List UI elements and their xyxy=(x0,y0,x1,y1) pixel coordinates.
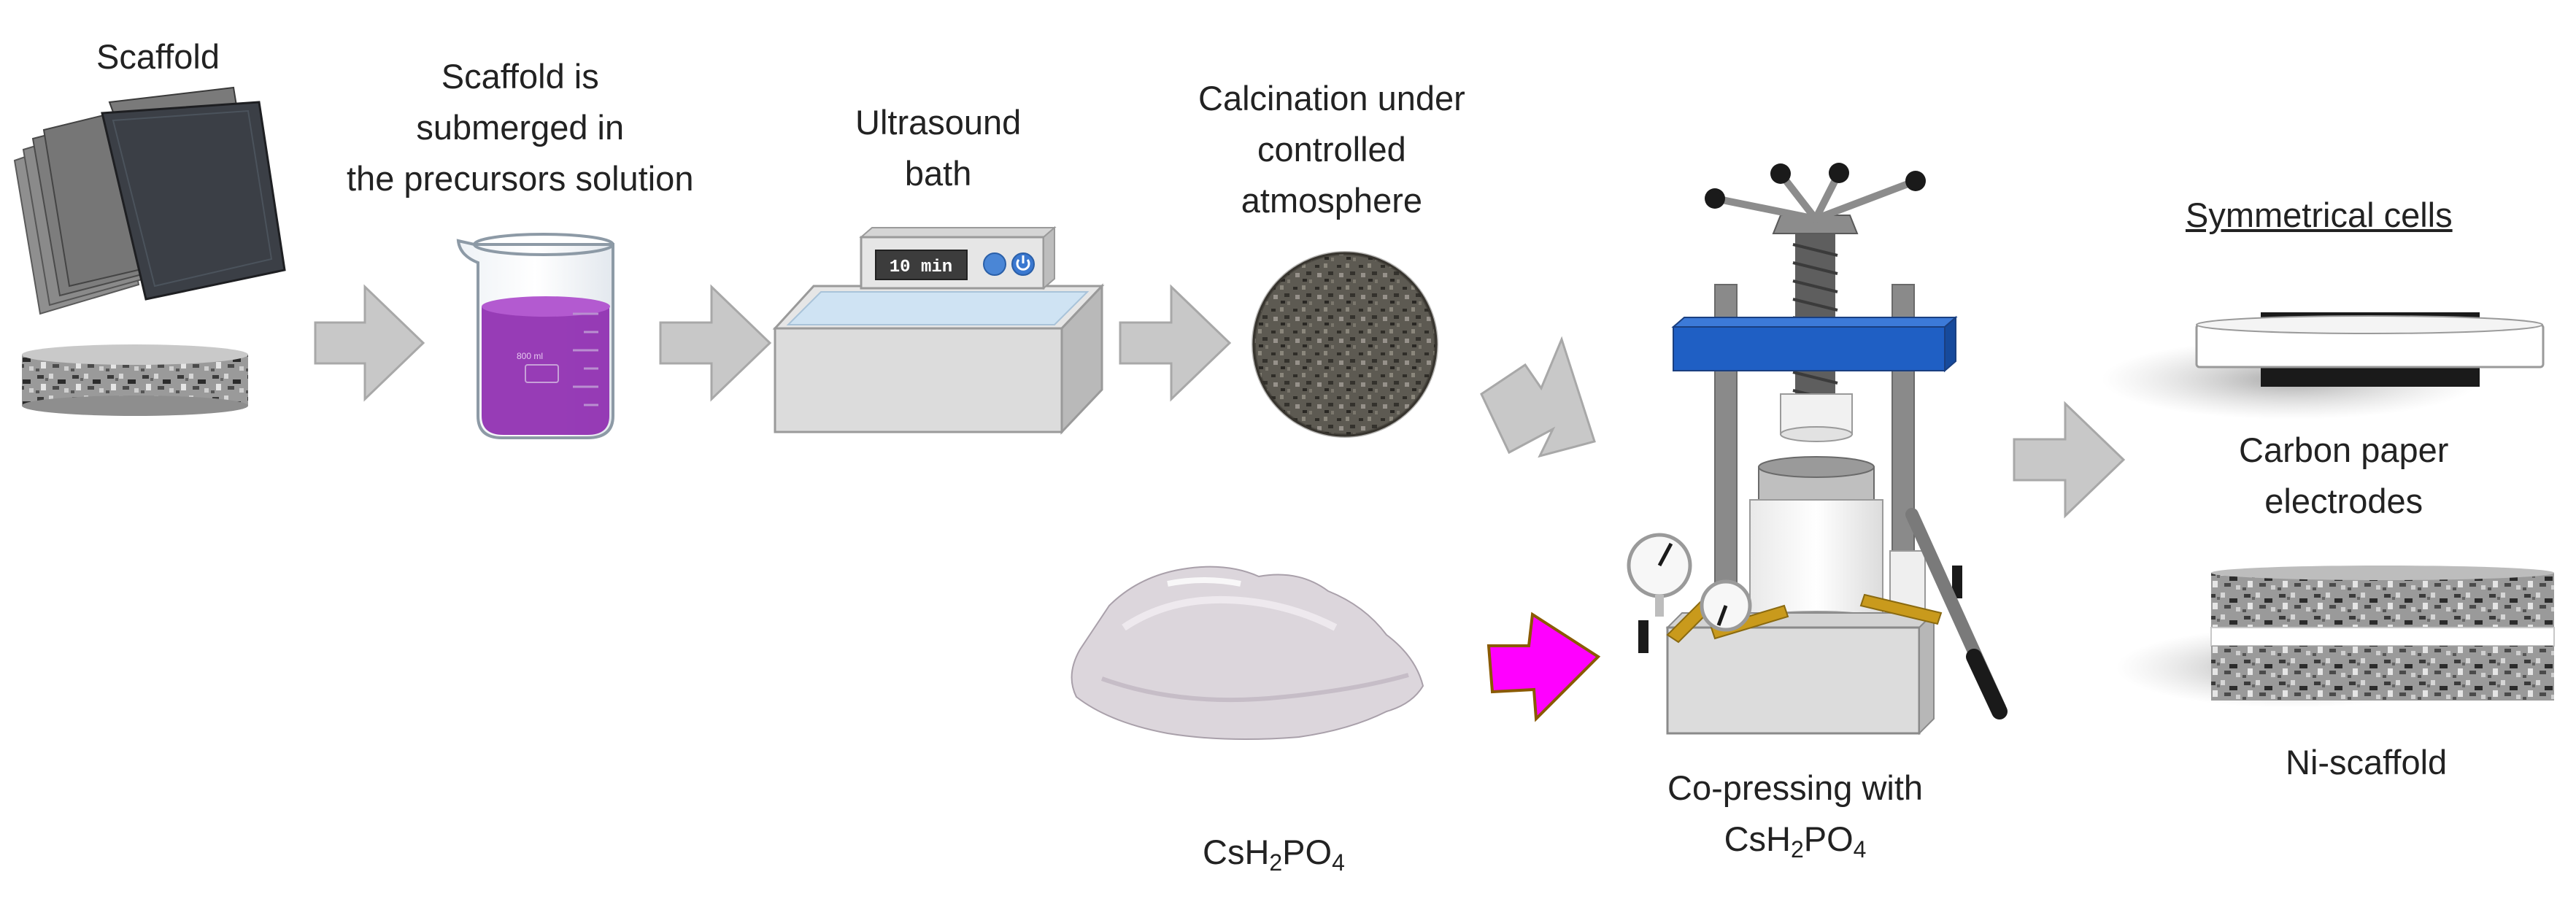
formula-cs: CsH xyxy=(1203,833,1270,871)
symmetrical-cell-ni-scaffold xyxy=(2116,566,2555,708)
carbon-paper-stack xyxy=(13,86,286,315)
arrow-right-3 xyxy=(1119,284,1232,402)
label-submerged-line1: Scaffold is xyxy=(441,57,599,96)
power-icon xyxy=(1011,252,1035,276)
symmetrical-cell-carbon xyxy=(2102,312,2545,420)
formula-sub-4: 4 xyxy=(1332,849,1345,876)
label-calcination-line3: atmosphere xyxy=(1241,181,1422,220)
label-ni-scaffold: Ni-scaffold xyxy=(2286,743,2448,782)
hydraulic-press xyxy=(1627,163,2008,736)
copress-po: PO xyxy=(1803,819,1854,858)
copress-cs: CsH xyxy=(1724,819,1791,858)
label-ultrasound: Ultrasound bath xyxy=(855,97,1021,199)
label-symmetrical-cells: Symmetrical cells xyxy=(2186,196,2453,234)
formula-po: PO xyxy=(1282,833,1333,871)
label-submerged-line2: submerged in xyxy=(416,108,625,147)
label-powder-formula: CsH2PO4 xyxy=(1203,827,1345,878)
label-submerged-line3: the precursors solution xyxy=(347,159,694,198)
timer-display: 10 min xyxy=(890,258,952,277)
label-ultrasound-line1: Ultrasound xyxy=(855,103,1022,142)
beaker-volume-mark: 800 ml xyxy=(517,351,543,361)
ultrasound-bath: 10 min xyxy=(772,225,1105,435)
calcined-disc xyxy=(1252,251,1438,438)
label-submerged: Scaffold is submerged in the precursors … xyxy=(347,51,693,204)
label-carbon-line2: electrodes xyxy=(2264,482,2423,520)
arrow-right-1 xyxy=(314,284,425,402)
label-carbon-line1: Carbon paper xyxy=(2239,431,2449,469)
label-copressing-line1: Co-pressing with xyxy=(1667,768,1924,807)
label-calcination-line2: controlled xyxy=(1257,130,1406,169)
label-calcination-line1: Calcination under xyxy=(1198,79,1465,117)
arrow-down-right xyxy=(1480,336,1596,458)
arrow-right-4 xyxy=(2013,401,2126,519)
formula-sub-2: 2 xyxy=(1269,849,1283,876)
label-scaffold: Scaffold xyxy=(96,37,220,76)
label-copressing: Co-pressing with CsH2PO4 xyxy=(1667,763,1923,865)
powder-pile xyxy=(1071,566,1424,741)
label-copressing-line2: CsH2PO4 xyxy=(1667,814,1923,865)
ni-scaffold-disc-small xyxy=(22,344,248,416)
arrow-right-2 xyxy=(659,284,772,402)
beaker: 800 ml xyxy=(456,233,614,439)
label-ultrasound-line2: bath xyxy=(904,154,972,193)
copress-sub-4: 4 xyxy=(1853,836,1867,863)
arrow-magenta xyxy=(1486,611,1601,722)
copress-sub-2: 2 xyxy=(1790,836,1804,863)
label-carbon-paper: Carbon paper electrodes xyxy=(2239,425,2448,527)
label-calcination: Calcination under controlled atmosphere xyxy=(1198,73,1465,226)
dial-icon xyxy=(983,252,1006,276)
